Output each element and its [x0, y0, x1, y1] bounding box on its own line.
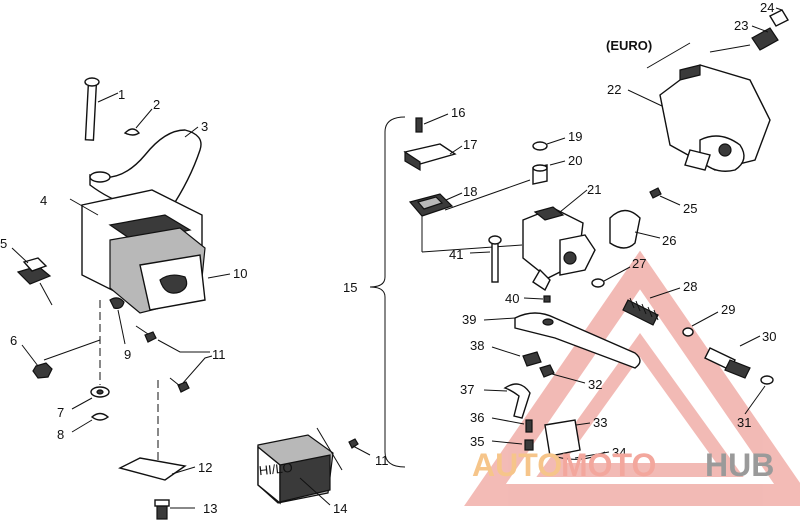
watermark-moto: MOTO	[561, 447, 656, 483]
label-19: 19	[568, 129, 582, 144]
label-27: 27	[632, 256, 646, 271]
label-22: 22	[607, 82, 621, 97]
watermark-hub: HUB	[705, 447, 774, 483]
label-12: 12	[198, 460, 212, 475]
label-40: 40	[505, 291, 519, 306]
label-13: 13	[203, 501, 217, 516]
label-25: 25	[683, 201, 697, 216]
label-17: 17	[463, 137, 477, 152]
label-1: 1	[118, 87, 125, 102]
connector-part	[16, 257, 53, 306]
label-6: 6	[10, 333, 17, 348]
brake-lever-part	[514, 312, 641, 369]
label-24: 24	[760, 0, 774, 15]
label-16: 16	[451, 105, 465, 120]
label-39: 39	[462, 312, 476, 327]
label-32: 32	[588, 377, 602, 392]
label-4: 4	[40, 193, 47, 208]
label-15: 15	[343, 280, 357, 295]
label-11b: 11	[375, 453, 389, 468]
label-11a: 11	[212, 347, 226, 362]
label-21: 21	[587, 182, 601, 197]
label-5: 5	[0, 236, 7, 251]
label-20: 20	[568, 153, 582, 168]
master-cylinder-part	[522, 206, 596, 292]
label-26: 26	[662, 233, 676, 248]
reservoir-part	[659, 64, 771, 172]
label-2: 2	[153, 97, 160, 112]
label-3: 3	[201, 119, 208, 134]
label-18: 18	[463, 184, 477, 199]
euro-variant-label: (EURO)	[606, 38, 652, 53]
watermark-logo	[464, 250, 800, 506]
part-number-labels: 1 2 3 4 5 6 7 8 9 10 11 11 12 13 14 15 1…	[0, 0, 776, 516]
label-36: 36	[470, 410, 484, 425]
label-10: 10	[233, 266, 247, 281]
screw-part	[154, 499, 170, 520]
spring-part	[622, 297, 659, 326]
label-37: 37	[460, 382, 474, 397]
label-9: 9	[124, 347, 131, 362]
watermark-text: AUTO MOTO HUB	[472, 447, 774, 483]
switch-face-label: HI/LO	[258, 460, 293, 478]
label-30: 30	[762, 329, 776, 344]
label-29: 29	[721, 302, 735, 317]
hi-lo-switch-part	[257, 434, 334, 505]
label-33: 33	[593, 415, 607, 430]
label-23: 23	[734, 18, 748, 33]
label-38: 38	[470, 338, 484, 353]
label-35: 35	[470, 434, 484, 449]
label-31: 31	[737, 415, 751, 430]
label-8: 8	[57, 427, 64, 442]
bolt-part	[84, 77, 100, 141]
piston-part	[704, 347, 751, 379]
label-41: 41	[449, 247, 463, 262]
label-7: 7	[57, 405, 64, 420]
label-34: 34	[612, 445, 626, 460]
label-14: 14	[333, 501, 347, 516]
watermark-auto: AUTO	[472, 447, 562, 483]
label-28: 28	[683, 279, 697, 294]
